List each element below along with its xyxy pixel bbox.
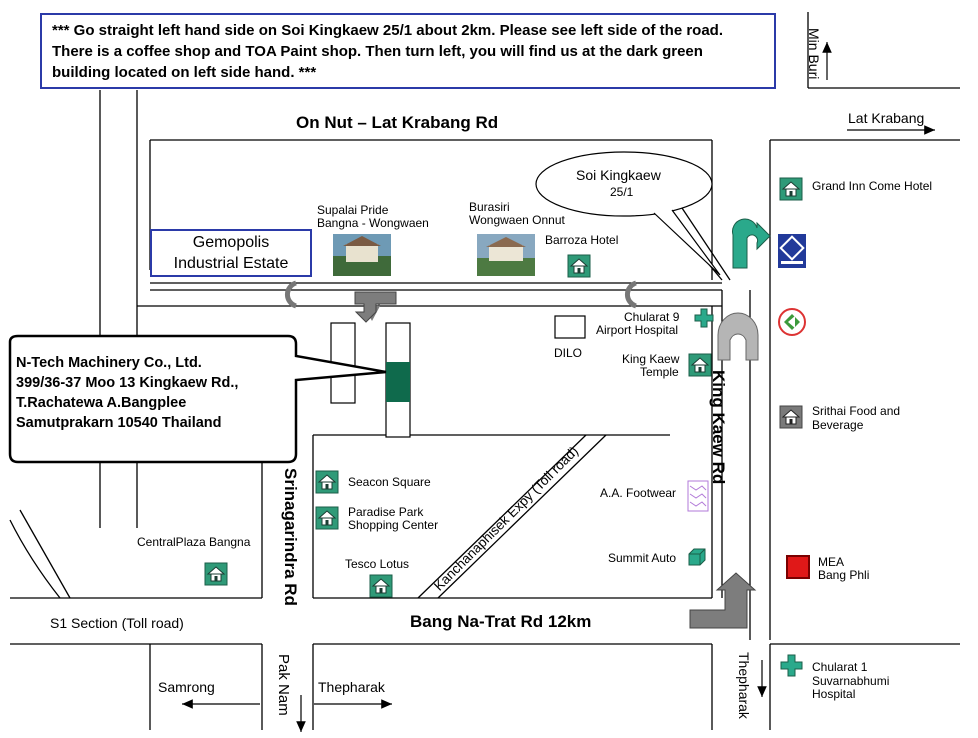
direction-arrows — [182, 42, 935, 732]
road-label-thepharak-vertical: Thepharak — [736, 652, 752, 719]
tesco-label: Tesco Lotus — [345, 557, 410, 571]
company-address-line-1: 399/36-37 Moo 13 Kingkaew Rd., — [16, 375, 239, 391]
temple-label-2: Temple — [640, 365, 679, 379]
company-address-line-2: T.Rachatewa A.Bangplee — [16, 395, 187, 411]
road-label-pak-nam: Pak Nam — [275, 654, 292, 716]
centralplaza-label: CentralPlaza Bangna — [137, 535, 251, 549]
petrol-station-icon — [778, 308, 806, 336]
chularat-9-label-2: Airport Hospital — [596, 323, 679, 337]
centralplaza-icon — [204, 562, 228, 586]
gemopolis-line-1: Gemopolis — [192, 234, 270, 251]
footwear-icon — [687, 480, 709, 512]
footwear-label: A.A. Footwear — [600, 486, 677, 500]
road-label-min-buri: Min Buri — [806, 28, 822, 80]
company-address: N-Tech Machinery Co., Ltd. 399/36-37 Moo… — [16, 353, 238, 433]
dilo-label: DILO — [554, 346, 583, 360]
paradise-label-2: Shopping Center — [348, 518, 439, 532]
paradise-park-icon — [315, 506, 339, 530]
gemopolis-box: Gemopolis Industrial Estate — [150, 229, 312, 277]
supalai-photo — [333, 234, 391, 276]
road-label-s1: S1 Section (Toll road) — [50, 615, 184, 631]
dark-green-building — [386, 362, 410, 402]
paradise-label-1: Paradise Park — [348, 505, 424, 519]
road-label-bang-na: Bang Na-Trat Rd 12km — [410, 612, 592, 631]
grand-inn-label: Grand Inn Come Hotel — [812, 179, 933, 193]
company-name: N-Tech Machinery Co., Ltd. — [16, 355, 202, 371]
chularat-1-label-1: Chularat 1 — [812, 660, 868, 674]
supalai-label-1: Supalai Pride — [317, 203, 389, 217]
chularat-1-icon — [780, 654, 803, 677]
u-turn-king-kaew — [717, 312, 759, 361]
road-label-thepharak: Thepharak — [318, 679, 385, 695]
mea-label-1: MEA — [818, 555, 845, 569]
barroza-icon — [567, 254, 591, 278]
mea-label-2: Bang Phli — [818, 568, 870, 582]
road-label-samrong: Samrong — [158, 679, 215, 695]
supalai-label-2: Bangna - Wongwaen — [317, 216, 429, 230]
company-address-line-3: Samutprakarn 10540 Thailand — [16, 415, 222, 431]
srithai-icon — [779, 405, 803, 429]
chularat-1-label-2: Suvarnabhumi — [812, 674, 890, 688]
burasiri-photo — [477, 234, 535, 276]
dilo-box — [554, 315, 586, 339]
gemopolis-line-2: Industrial Estate — [173, 255, 289, 272]
grand-inn-icon — [779, 177, 803, 201]
soi-callout-line-2: 25/1 — [610, 185, 634, 199]
company-callout — [8, 334, 387, 464]
chularat-9-icon — [694, 308, 714, 328]
barroza-label: Barroza Hotel — [545, 233, 619, 247]
road-lines — [9, 12, 960, 730]
seacon-icon — [315, 470, 339, 494]
mea-icon — [786, 555, 810, 579]
srithai-label-2: Beverage — [812, 418, 864, 432]
road-label-on-nut: On Nut – Lat Krabang Rd — [296, 113, 499, 132]
bank-icon — [778, 234, 806, 268]
soi-callout — [535, 151, 713, 217]
burasiri-label-1: Burasiri — [469, 200, 510, 214]
road-label-king-kaew: King Kaew Rd — [709, 370, 728, 485]
route-arrow-up — [689, 572, 757, 629]
road-label-lat-krabang: Lat Krabang — [848, 110, 925, 126]
road-label-srinagarindra: Srinagarindra Rd — [281, 468, 300, 606]
tesco-icon — [369, 574, 393, 598]
turn-left-arrow — [732, 218, 771, 269]
srithai-label-1: Srithai Food and — [812, 404, 901, 418]
summit-auto-icon — [688, 548, 706, 566]
chularat-9-label-1: Chularat 9 — [624, 310, 680, 324]
u-turn-west — [285, 280, 297, 309]
chularat-1-label-3: Hospital — [812, 687, 856, 701]
temple-label-1: King Kaew — [622, 352, 680, 366]
u-turn-east — [625, 280, 637, 309]
burasiri-label-2: Wongwaen Onnut — [469, 213, 565, 227]
summit-auto-label: Summit Auto — [608, 551, 677, 565]
soi-callout-line-1: Soi Kingkaew — [576, 167, 661, 183]
seacon-label: Seacon Square — [348, 475, 431, 489]
directions-note: *** Go straight left hand side on Soi Ki… — [40, 13, 776, 89]
